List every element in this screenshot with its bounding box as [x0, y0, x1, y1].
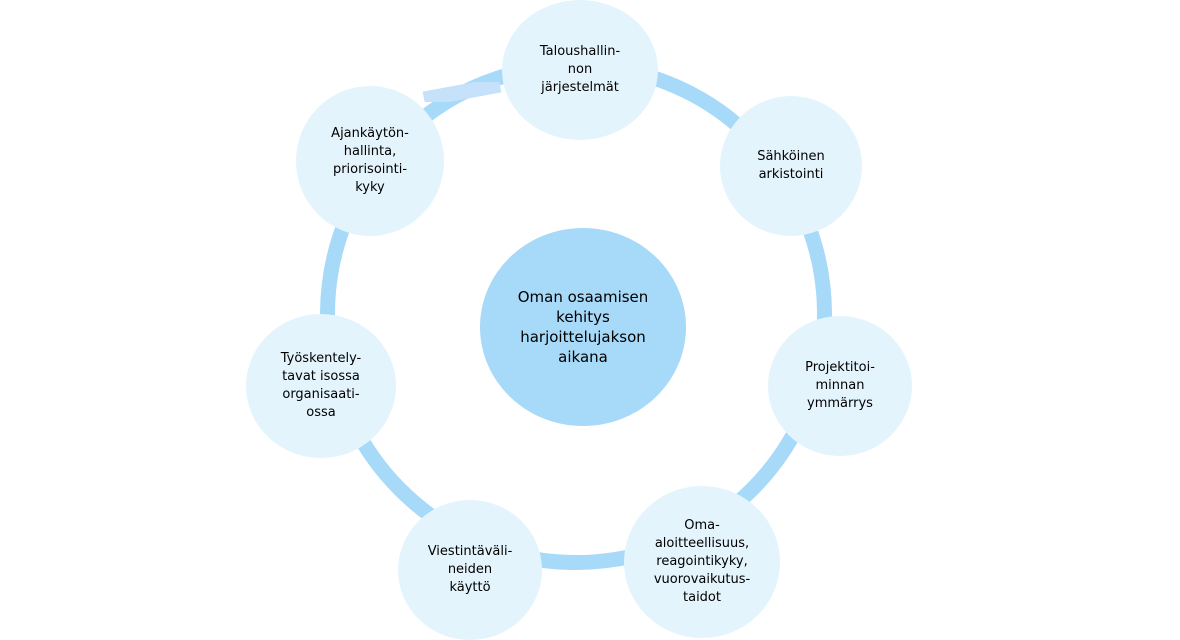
node-label: Oma- aloitteellisuus, reagointikyky, vuo…: [653, 518, 751, 605]
center-label: Oman osaamisen kehitys harjoittelujakson…: [517, 288, 649, 366]
node-taloushallinnon-jarjestelmat: Taloushallin- non järjestelmät: [502, 0, 658, 140]
node-label: Sähköinen arkistointi: [757, 149, 825, 182]
node-sahkoinen-arkistointi: Sähköinen arkistointi: [720, 96, 862, 236]
node-projektitoiminnan-ymmarrys: Projektitoi- minnan ymmärrys: [768, 316, 912, 456]
node-ajankaytonhallinta: Ajankäytön- hallinta, priorisointi- kyky: [296, 86, 444, 236]
node-viestintavalineiden-kaytto: Viestintäväli- neiden käyttö: [398, 500, 542, 640]
node-label: Taloushallin- non järjestelmät: [539, 44, 621, 95]
node-tyoskentelytavat: Työskentely- tavat isossa organisaati- o…: [246, 314, 396, 458]
node-label: Projektitoi- minnan ymmärrys: [805, 360, 875, 411]
ring-accent-segment: [422, 82, 502, 102]
node-label: Viestintäväli- neiden käyttö: [427, 544, 513, 595]
node-label: Työskentely- tavat isossa organisaati- o…: [280, 351, 362, 420]
center-circle: Oman osaamisen kehitys harjoittelujakson…: [480, 228, 686, 426]
node-label: Ajankäytön- hallinta, priorisointi- kyky: [331, 126, 409, 195]
node-omaaloitteellisuus: Oma- aloitteellisuus, reagointikyky, vuo…: [624, 486, 780, 638]
